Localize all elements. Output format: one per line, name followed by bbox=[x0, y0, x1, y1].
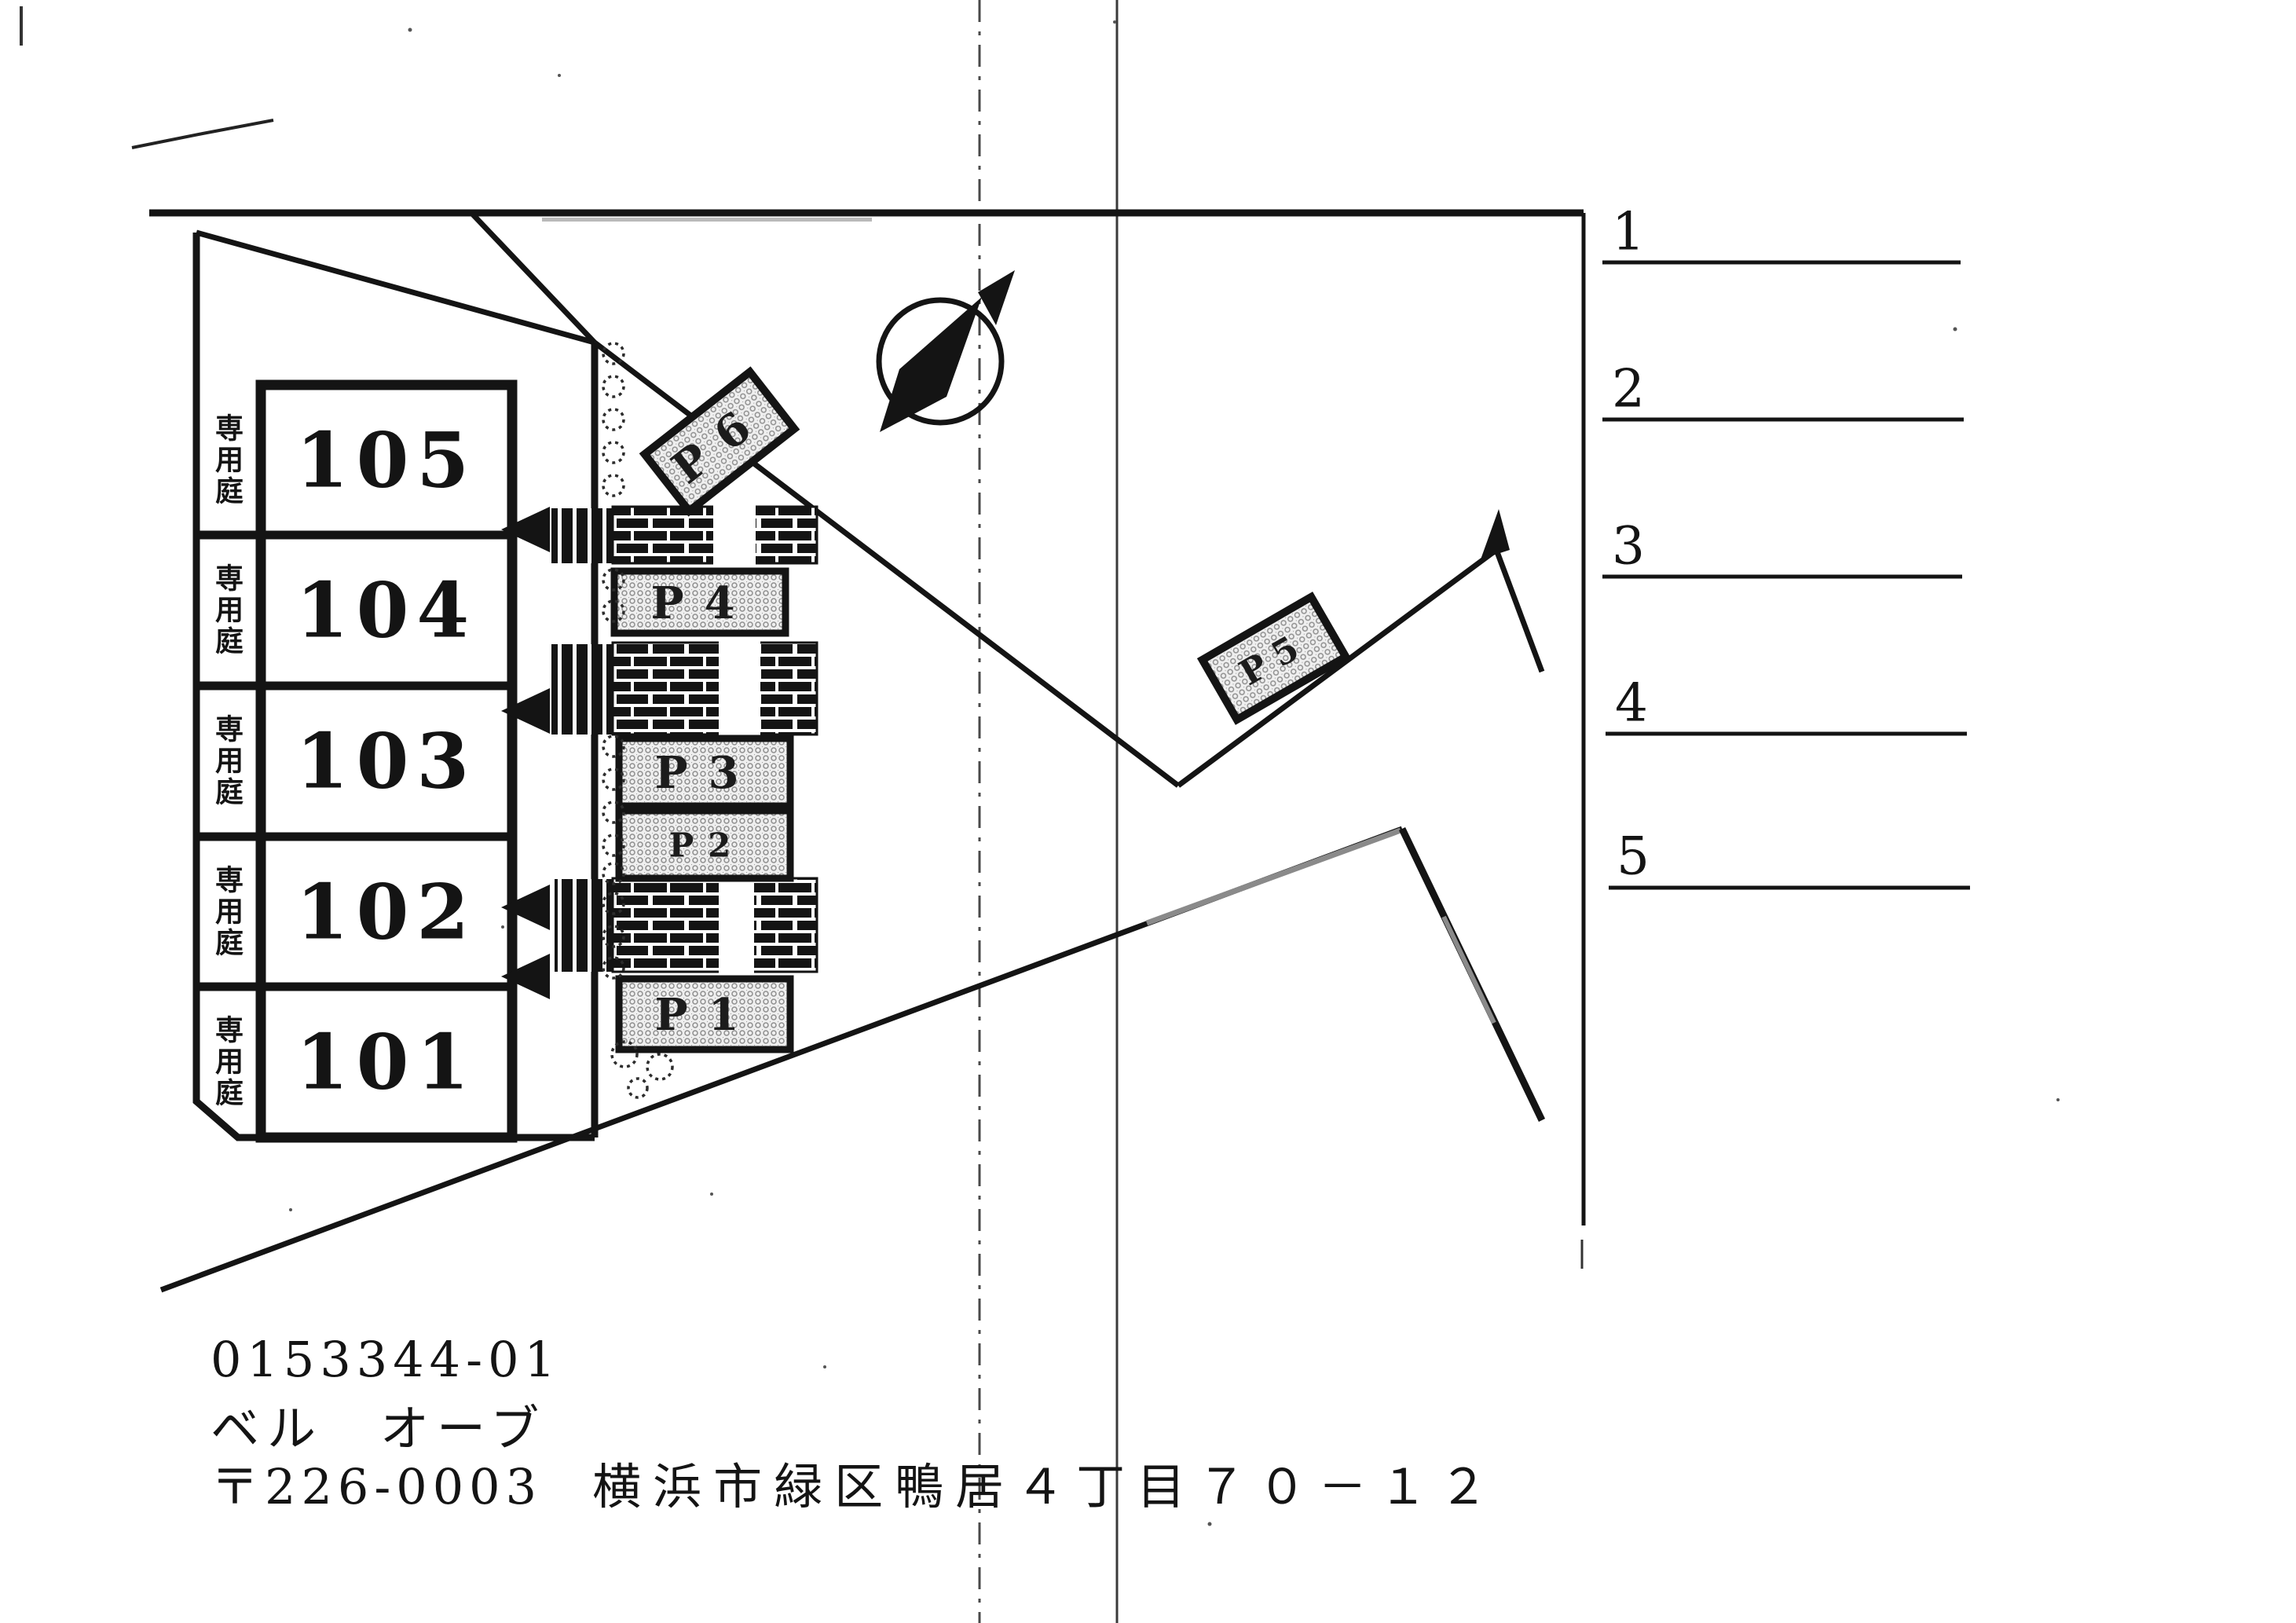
door-gap bbox=[719, 639, 760, 738]
entrance-arrow-icon bbox=[501, 885, 550, 930]
door-gap bbox=[719, 875, 754, 975]
stairs-block bbox=[551, 644, 613, 735]
unit-label-102: 102 bbox=[295, 867, 478, 957]
road-lines bbox=[159, 211, 1546, 1293]
postal-code: 〒226-0003 bbox=[211, 1458, 543, 1515]
stray-pen-mark bbox=[131, 119, 274, 149]
shrub-icons bbox=[602, 342, 674, 1099]
garden-label: 専用庭 bbox=[211, 563, 244, 658]
parking-space-p5 bbox=[1196, 592, 1352, 725]
entrance-arrow-icons bbox=[501, 507, 550, 999]
entrance-arrow-icon bbox=[501, 688, 550, 734]
north-arrow-icon bbox=[876, 270, 1015, 432]
entrance-arrow-icon bbox=[501, 507, 550, 552]
property-name: ベル オーブ bbox=[211, 1400, 547, 1457]
door-gap bbox=[713, 504, 756, 566]
parking-space-p2 bbox=[615, 807, 794, 882]
scan-noise bbox=[289, 20, 2060, 1526]
parking-spaces bbox=[610, 366, 1352, 1053]
entrance-arrow-icon bbox=[501, 954, 550, 999]
stairs-block bbox=[555, 879, 613, 972]
road-peak-flag bbox=[1481, 509, 1510, 559]
unit-label-105: 105 bbox=[295, 416, 478, 505]
garden-label: 専用庭 bbox=[211, 865, 244, 959]
parking-label-p3: P3 bbox=[654, 747, 760, 799]
unit-label-103: 103 bbox=[295, 716, 478, 806]
stair-blocks bbox=[551, 508, 613, 972]
parking-space-p3 bbox=[615, 735, 794, 810]
parking-space-p1 bbox=[615, 975, 794, 1053]
brick-block bbox=[611, 877, 818, 973]
border-smear bbox=[542, 218, 872, 222]
parking-label-p4: P4 bbox=[650, 577, 756, 629]
parking-label-p2: P2 bbox=[668, 826, 745, 865]
memo-underlines bbox=[1602, 260, 1970, 890]
memo-line-number-4: 4 bbox=[1615, 672, 1648, 734]
property-address-line: 〒226-0003 横浜市緑区鴨居４丁目７０－１２ bbox=[211, 1447, 1500, 1518]
memo-line-number-1: 1 bbox=[1612, 201, 1645, 262]
garden-label: 専用庭 bbox=[211, 714, 244, 808]
parking-space-p6 bbox=[639, 366, 800, 517]
brick-block bbox=[611, 641, 818, 736]
memo-line-number-3: 3 bbox=[1612, 515, 1645, 577]
memo-line-number-5: 5 bbox=[1617, 826, 1650, 887]
memo-line-number-2: 2 bbox=[1612, 358, 1645, 419]
unit-label-101: 101 bbox=[295, 1017, 478, 1107]
building-outline bbox=[196, 379, 518, 1143]
property-code: 0153344-01 bbox=[211, 1331, 561, 1388]
garden-label: 専用庭 bbox=[211, 1015, 244, 1109]
approach-blocks bbox=[611, 504, 818, 975]
parking-space-p4 bbox=[610, 567, 789, 637]
stairs-block bbox=[551, 508, 613, 563]
garden-label: 専用庭 bbox=[211, 413, 244, 507]
unit-label-104: 104 bbox=[295, 566, 478, 655]
street-address: 横浜市緑区鴨居４丁目７０－１２ bbox=[592, 1458, 1500, 1515]
parking-label-p1: P1 bbox=[654, 989, 760, 1041]
